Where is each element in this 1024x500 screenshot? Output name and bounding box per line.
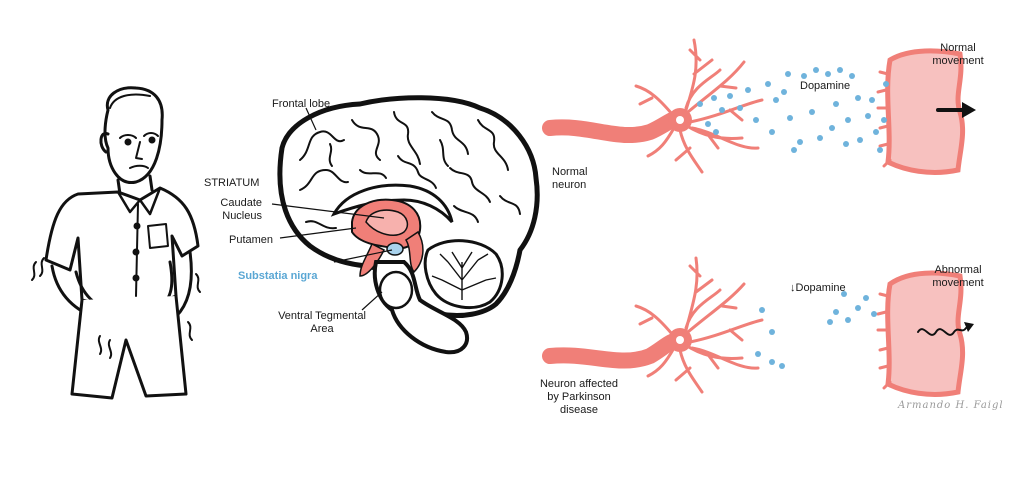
dopamine-molecule xyxy=(881,117,887,123)
label-normal-movement: Normal movement xyxy=(916,42,1000,68)
dopamine-molecule xyxy=(785,71,791,77)
dopamine-molecule xyxy=(769,129,775,135)
dopamine-molecule xyxy=(745,87,751,93)
dopamine-molecule xyxy=(787,115,793,121)
dopamine-molecule xyxy=(877,147,883,153)
dopamine-molecule xyxy=(845,317,851,323)
dopamine-molecule xyxy=(705,121,711,127)
dopamine-molecule xyxy=(765,81,771,87)
dopamine-molecule xyxy=(829,125,835,131)
dopamine-molecule xyxy=(871,311,877,317)
dopamine-molecule xyxy=(769,329,775,335)
dopamine-molecule xyxy=(837,67,843,73)
label-normal-movement-line2: movement xyxy=(932,55,984,67)
dopamine-molecule xyxy=(869,97,875,103)
label-dopamine: Dopamine xyxy=(800,80,851,92)
dopamine-molecule xyxy=(843,141,849,147)
dopamine-molecule xyxy=(737,105,743,111)
label-vta-line2: Area xyxy=(310,323,334,335)
dopamine-molecule xyxy=(781,89,787,95)
dopamine-molecule xyxy=(727,93,733,99)
dopamine-molecule xyxy=(857,137,863,143)
dopamine-particles-normal xyxy=(697,67,889,153)
dopamine-molecule xyxy=(769,359,775,365)
label-normal-neuron-line1: Normal xyxy=(552,166,588,178)
abnormal-receptor-cell xyxy=(876,270,966,397)
dopamine-molecule xyxy=(719,107,725,113)
label-ventral-tegmental-area: Ventral Tegmental Area xyxy=(262,310,382,336)
label-abnormal-movement-line2: movement xyxy=(932,277,984,289)
label-affected-neuron-line2: by Parkinson xyxy=(547,391,611,403)
label-affected-neuron-line1: Neuron affected xyxy=(539,378,619,390)
label-reduced-dopamine: ↓Dopamine xyxy=(790,282,846,294)
label-striatum: STRIATUM xyxy=(204,177,260,189)
dopamine-molecule xyxy=(813,67,819,73)
dopamine-molecule xyxy=(849,73,855,79)
brain-sagittal-section xyxy=(277,95,540,355)
dopamine-molecule xyxy=(791,147,797,153)
normal-movement-arrow xyxy=(936,102,976,118)
dopamine-molecule xyxy=(773,97,779,103)
label-caudate-line1: Caudate xyxy=(220,197,262,209)
dopamine-molecule xyxy=(825,71,831,77)
brain-leader-lines xyxy=(271,107,393,311)
dopamine-particles-reduced xyxy=(755,291,877,369)
dopamine-molecule xyxy=(817,135,823,141)
artist-signature: Armando H. Faigl xyxy=(898,400,1004,411)
dopamine-molecule xyxy=(711,95,717,101)
dopamine-molecule xyxy=(883,81,889,87)
dopamine-molecule xyxy=(855,95,861,101)
label-frontal-lobe: Frontal lobe xyxy=(272,98,331,110)
dopamine-molecule xyxy=(779,363,785,369)
dopamine-molecule xyxy=(809,109,815,115)
dopamine-molecule xyxy=(827,319,833,325)
affected-neuron xyxy=(542,256,764,394)
dopamine-molecule xyxy=(845,117,851,123)
label-abnormal-movement: Abnormal movement xyxy=(916,264,1000,290)
dopamine-molecule xyxy=(865,113,871,119)
dopamine-molecule xyxy=(873,129,879,135)
label-normal-movement-line1: Normal xyxy=(940,42,976,54)
label-affected-neuron: Neuron affected by Parkinson disease xyxy=(534,378,624,417)
dopamine-molecule xyxy=(697,101,703,107)
dopamine-molecule xyxy=(855,305,861,311)
elderly-man-illustration xyxy=(31,86,201,400)
dopamine-molecule xyxy=(801,73,807,79)
dopamine-molecule xyxy=(841,291,847,297)
normal-receptor-cell xyxy=(876,48,966,175)
label-vta-line1: Ventral Tegmental xyxy=(278,310,366,322)
label-abnormal-movement-line1: Abnormal xyxy=(934,264,982,276)
dopamine-molecule xyxy=(797,139,803,145)
dopamine-molecule xyxy=(833,309,839,315)
dopamine-molecule xyxy=(833,101,839,107)
dopamine-molecule xyxy=(863,295,869,301)
label-normal-neuron: Normal neuron xyxy=(552,166,587,192)
abnormal-movement-arrow xyxy=(917,322,974,336)
dopamine-molecule xyxy=(753,117,759,123)
dopamine-molecule xyxy=(759,307,765,313)
label-affected-neuron-line3: disease xyxy=(560,404,598,416)
label-putamen: Putamen xyxy=(229,234,274,246)
label-caudate-nucleus: Caudate Nucleus xyxy=(206,197,262,223)
label-caudate-line2: Nucleus xyxy=(222,210,262,222)
dopamine-molecule xyxy=(713,129,719,135)
dopamine-molecule xyxy=(755,351,761,357)
label-normal-neuron-line2: neuron xyxy=(552,179,587,191)
normal-neuron xyxy=(542,38,764,174)
label-substantia-nigra: Substatia nigra xyxy=(238,270,318,282)
